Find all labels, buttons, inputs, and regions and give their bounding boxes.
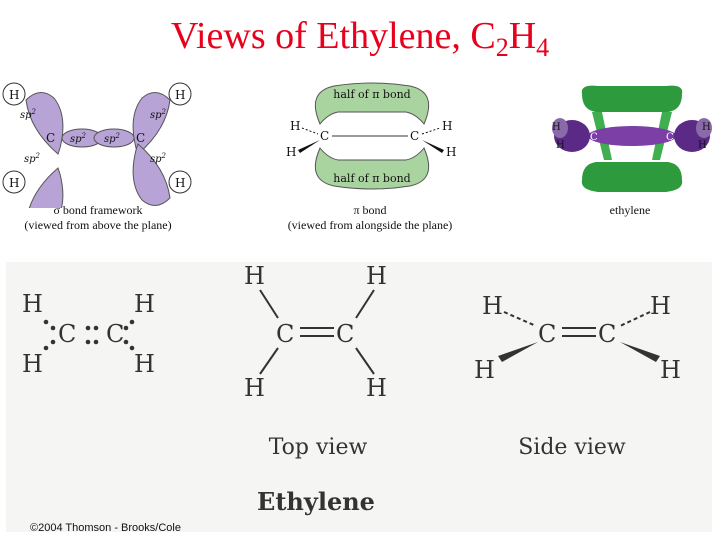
h-label: H [175, 176, 185, 190]
wedge-bond-left [498, 342, 538, 362]
page-title: Views of Ethylene, C2H4 [170, 15, 550, 62]
h-label: H [366, 262, 387, 290]
h-label: H [446, 145, 456, 159]
h-label: H [482, 292, 503, 320]
carbon-right: C [666, 132, 674, 143]
side-view-label: Side view [518, 435, 626, 460]
sp2-lobe-upper-left [25, 92, 64, 155]
h-label: H [134, 290, 155, 318]
h-atom-lower-left [2, 170, 26, 194]
ethylene-caption: ethylene [609, 203, 651, 217]
wedge-bond-right [620, 342, 660, 362]
h-label: H [244, 262, 265, 290]
h-label: H [286, 145, 296, 159]
pi-lobe-lower [314, 147, 430, 190]
copyright-credit: ©2004 Thomson - Brooks/Cole [30, 522, 181, 534]
carbon-right: C [106, 320, 124, 348]
top-view-bonds [259, 289, 375, 375]
sp2-lobe-upper-right [132, 92, 171, 155]
carbon-left: C [320, 129, 329, 143]
pi-lobe-label-lower: half of π bond [333, 172, 410, 185]
carbon-left: C [276, 320, 294, 348]
lewis-electron-dots [43, 319, 135, 351]
carbon-right: C [336, 320, 354, 348]
carbon-left: C [538, 320, 556, 348]
h-label: H [9, 88, 19, 102]
carbon-right: C [410, 129, 419, 143]
h-label: H [442, 119, 452, 133]
sp2-lobe-center-right [93, 128, 135, 148]
sp2-lobe-lower-right [132, 143, 171, 206]
sp2-label: sp2 [150, 152, 167, 165]
h-label: H [366, 374, 387, 402]
carbon-right: C [136, 131, 145, 145]
carbon-left: C [590, 132, 598, 143]
h-label: H [702, 122, 711, 133]
sigma-framework-diagram: H H H H C C sp2 sp2 sp2 sp2 sp2 sp2 [2, 82, 192, 208]
sp2-label: sp2 [150, 108, 167, 121]
h-label: H [134, 350, 155, 378]
sigma-caption: σ bond framework (viewed from above the … [24, 203, 172, 232]
h-atom-lower-right [168, 170, 192, 194]
h-label: H [244, 374, 265, 402]
h-atom-upper-left [2, 82, 26, 106]
top-view-label: Top view [269, 435, 368, 460]
h-label: H [650, 292, 671, 320]
h-atom-upper-right [168, 82, 192, 106]
sp2-label: sp2 [104, 132, 121, 145]
sp2-label: sp2 [70, 132, 87, 145]
h-label: H [698, 140, 707, 151]
side-view-bonds [503, 311, 651, 337]
h-label: H [556, 140, 565, 151]
molecule-name: Ethylene [257, 487, 375, 516]
h-label: H [175, 88, 185, 102]
h-label: H [474, 356, 495, 384]
pi-bond-diagram: half of π bond half of π bond C C H H H … [286, 82, 456, 190]
carbon-left: C [58, 320, 76, 348]
pi-lobe-label-upper: half of π bond [333, 88, 410, 101]
h-label: H [9, 176, 19, 190]
carbon-right: C [598, 320, 616, 348]
pi-lobe-upper [314, 82, 430, 125]
sp2-lobe-lower-left [28, 167, 64, 208]
h-label: H [552, 122, 561, 133]
sp2-label: sp2 [20, 108, 37, 121]
structural-formulas-panel [6, 262, 712, 532]
h-label: H [22, 290, 43, 318]
ethylene-density-model: H H H H C C [552, 85, 712, 192]
h-label: H [660, 356, 681, 384]
h-label: H [22, 350, 43, 378]
carbon-left: C [46, 131, 55, 145]
structural-formulas: H H H H C C H H H H C C Top view H H H H… [22, 262, 681, 516]
h-label: H [290, 119, 300, 133]
sp2-label: sp2 [24, 152, 41, 165]
pi-caption: π bond (viewed from alongside the plane) [287, 203, 453, 232]
